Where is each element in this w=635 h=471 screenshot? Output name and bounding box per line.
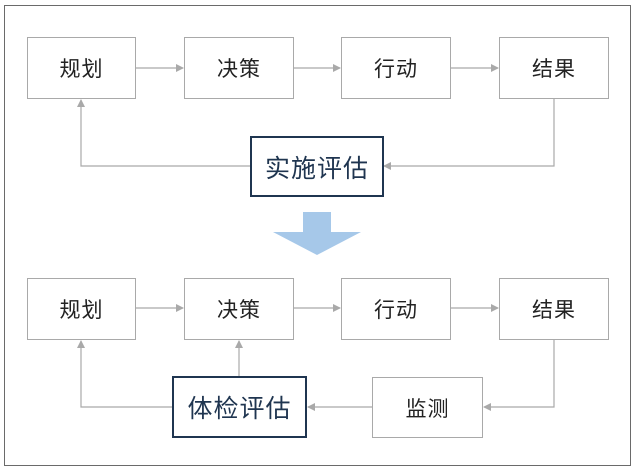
top-plan-label: 规划 <box>59 57 104 81</box>
top-decide-node: 决策 <box>184 37 294 99</box>
bottom-evaluation-label: 体检评估 <box>187 394 292 423</box>
top-decide-label: 决策 <box>217 57 261 81</box>
bottom-evaluation-node: 体检评估 <box>172 376 307 438</box>
top-result-label: 结果 <box>532 57 576 81</box>
top-evaluation-node: 实施评估 <box>250 136 384 197</box>
top-plan-node: 规划 <box>27 37 136 99</box>
bottom-monitor-node: 监测 <box>372 377 483 438</box>
edge-bottom-result-monitor <box>483 339 555 411</box>
bottom-decide-node: 决策 <box>184 278 294 340</box>
bottom-decide-label: 决策 <box>217 298 261 322</box>
bottom-result-label: 结果 <box>532 298 576 322</box>
diagram-frame <box>4 5 631 466</box>
transition-down-arrow <box>273 212 361 255</box>
top-act-node: 行动 <box>341 37 451 99</box>
bottom-plan-node: 规划 <box>27 278 136 340</box>
bottom-act-node: 行动 <box>341 278 451 340</box>
transition-arrow-shape <box>273 212 361 255</box>
top-result-node: 结果 <box>499 37 609 99</box>
edge-bottom-evaluation-plan <box>77 340 172 408</box>
bottom-act-label: 行动 <box>374 298 418 322</box>
bottom-result-node: 结果 <box>499 278 609 340</box>
bottom-monitor-label: 监测 <box>405 396 450 421</box>
top-evaluation-label: 实施评估 <box>264 153 369 183</box>
top-act-label: 行动 <box>374 57 418 81</box>
edge-top-result-evaluation <box>383 99 555 170</box>
bottom-plan-label: 规划 <box>59 298 104 322</box>
edge-top-evaluation-plan <box>77 99 250 167</box>
